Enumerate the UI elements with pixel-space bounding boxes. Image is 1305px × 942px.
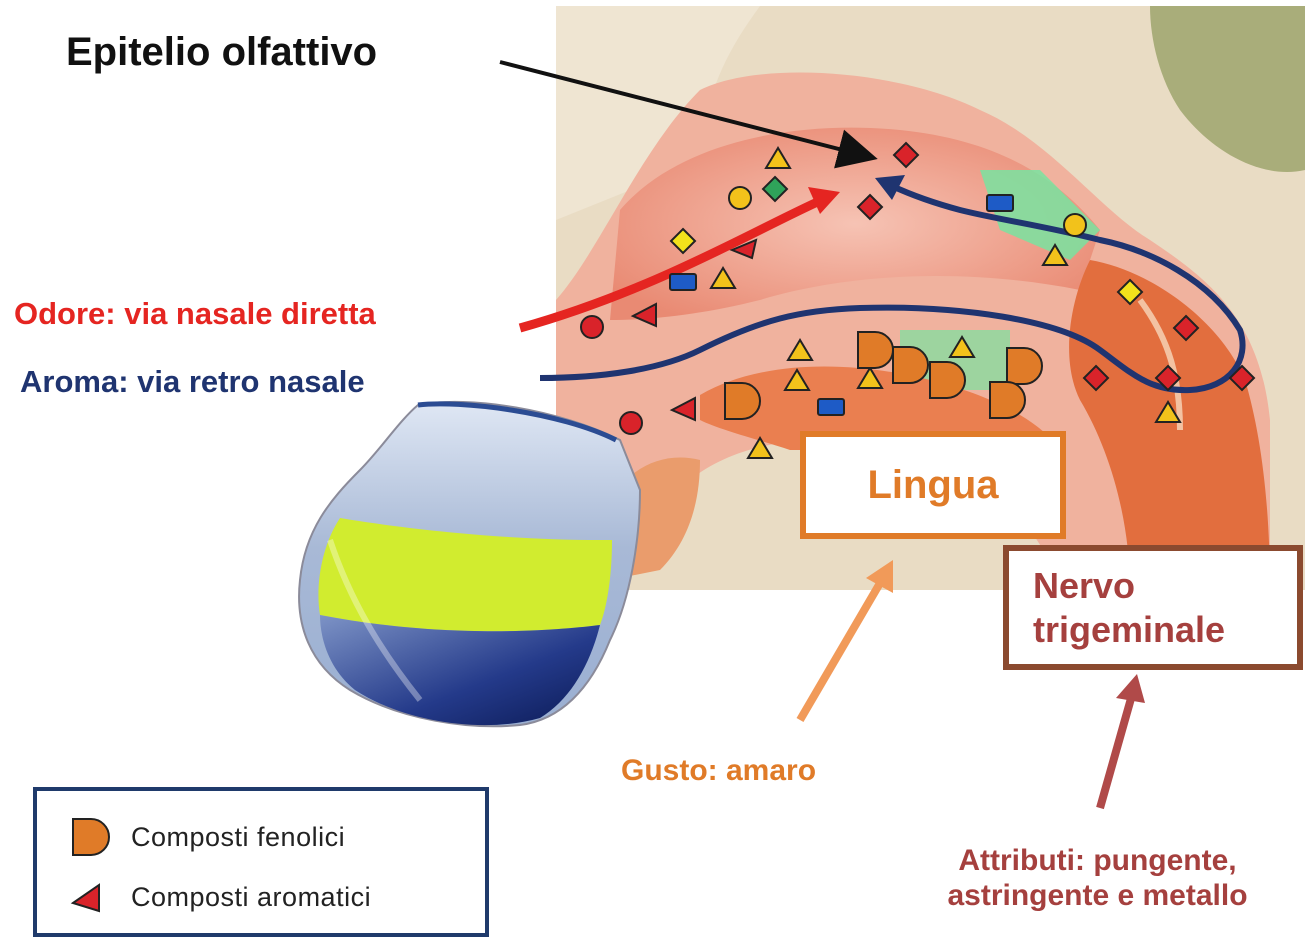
epitelio-olfattivo-label: Epitelio olfattivo bbox=[66, 32, 377, 72]
legend-item-fenolici: Composti fenolici bbox=[69, 817, 345, 857]
blue-rect bbox=[987, 195, 1013, 211]
legend-label-aromatici: Composti aromatici bbox=[131, 882, 371, 913]
attributi-line2: astringente e metallo bbox=[900, 878, 1295, 913]
legend-item-aromatici: Composti aromatici bbox=[69, 877, 371, 917]
lingua-box: Lingua bbox=[800, 431, 1066, 539]
phenolic-d-shape bbox=[858, 332, 893, 368]
aroma-label: Aroma: via retro nasale bbox=[20, 366, 365, 397]
attributi-arrow bbox=[1100, 674, 1145, 808]
phenolic-d-shape bbox=[1007, 348, 1042, 384]
phenolic-d-shape bbox=[990, 382, 1025, 418]
phenolic-d-shape bbox=[893, 347, 928, 383]
phenolic-d-shape bbox=[930, 362, 965, 398]
wine-glass bbox=[299, 402, 640, 726]
nervo-trigeminale-box: Nervo trigeminale bbox=[1003, 545, 1303, 670]
d-shape-icon bbox=[69, 817, 113, 857]
triangle-icon bbox=[69, 877, 113, 917]
nervo-label-line2: trigeminale bbox=[1033, 608, 1225, 651]
blue-rect bbox=[670, 274, 696, 290]
gusto-label: Gusto: amaro bbox=[621, 756, 816, 786]
legend-label-fenolici: Composti fenolici bbox=[131, 822, 345, 853]
nervo-label-line1: Nervo bbox=[1033, 564, 1225, 607]
blue-rect bbox=[818, 399, 844, 415]
phenolic-d-shape bbox=[725, 383, 760, 419]
attributi-label: Attributi: pungente, astringente e metal… bbox=[900, 843, 1295, 914]
lingua-label: Lingua bbox=[867, 463, 998, 508]
red-circle bbox=[620, 412, 642, 434]
legend: Composti fenolici Composti aromatici bbox=[33, 787, 489, 937]
yellow-circle bbox=[729, 187, 751, 209]
attributi-line1: Attributi: pungente, bbox=[900, 843, 1295, 878]
odore-label: Odore: via nasale diretta bbox=[14, 298, 376, 329]
yellow-circle bbox=[1064, 214, 1086, 236]
red-circle bbox=[581, 316, 603, 338]
